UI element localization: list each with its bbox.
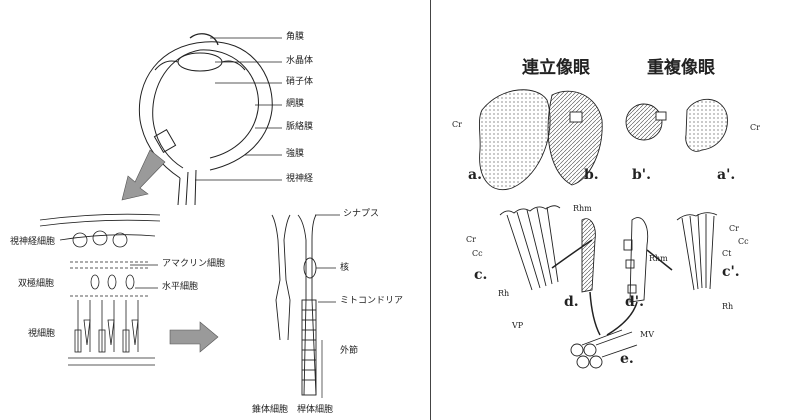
fig-label-c2: c'.: [722, 264, 740, 280]
label-optic-nerve: 視神経: [286, 174, 314, 184]
label-horizontal-cell: 水平細胞: [162, 282, 199, 292]
abbrev-cr-a2: Cr: [750, 123, 760, 132]
title-superposition-eye: 重複像眼: [647, 58, 715, 78]
title-apposition-eye: 連立像眼: [522, 58, 590, 78]
microvilli-e: [570, 329, 638, 369]
abbrev-rh-c: Rh: [498, 289, 510, 298]
rhabdom-d: [581, 218, 596, 293]
label-outer-segment: 外節: [340, 346, 359, 356]
label-amacrine-cell: アマクリン細胞: [162, 259, 226, 269]
vertebrate-eye-drawing: [39, 33, 340, 398]
label-cornea: 角膜: [286, 32, 305, 42]
label-bipolar-cell: 双極細胞: [18, 279, 55, 289]
ommatidia-c: [499, 205, 561, 291]
label-sclera: 強膜: [286, 149, 305, 159]
apposition-eye-b: [547, 90, 603, 186]
fig-label-c: c.: [474, 267, 488, 283]
retina-leader-lines: [130, 264, 158, 289]
abbrev-ct-c2: Ct: [722, 249, 732, 258]
apposition-eye-a: [478, 89, 551, 190]
fig-label-d2: d'.: [625, 294, 644, 310]
fig-label-a: a.: [468, 167, 482, 183]
label-choroid: 脈絡膜: [286, 122, 314, 132]
label-mitochondria: ミトコンドリア: [340, 296, 404, 306]
compound-eye-panel: 連立像眼 重複像眼 a. b. b'. a'. c. d. d'. c'. e.…: [432, 0, 800, 420]
rhabdom-d2: [629, 217, 649, 303]
vertebrate-eye-panel: 角膜 水晶体 硝子体 網膜 脈絡膜 強膜 視神経 視神経細胞 アマクリン細胞 双…: [10, 32, 404, 415]
abbrev-mv: MV: [640, 330, 654, 339]
superposition-eye-a2: [685, 98, 728, 152]
superposition-eye-b2: [625, 103, 663, 141]
abbrev-cr-a: Cr: [452, 120, 462, 129]
label-nucleus: 核: [340, 263, 350, 273]
photoreceptor-cells: [271, 214, 317, 396]
label-synapse: シナプス: [343, 209, 380, 219]
abbrev-cc-c2: Cc: [738, 237, 749, 246]
fig-label-a2: a'.: [717, 167, 736, 183]
abbrev-cr-c2: Cr: [729, 224, 739, 233]
fig-label-d: d.: [564, 294, 579, 310]
retina-layers: [39, 213, 161, 366]
abbrev-cr-c: Cr: [466, 235, 476, 244]
label-ganglion-cell: 視神経細胞: [10, 237, 56, 247]
panel-divider: [430, 0, 431, 420]
arrow-down-left-icon: [121, 149, 166, 201]
photoreceptor-leader-lines: [315, 214, 340, 398]
abbrev-rhm-d2: Rhm: [649, 254, 668, 263]
abbrev-rhm-d: Rhm: [573, 204, 592, 213]
label-vitreous: 硝子体: [286, 77, 314, 87]
eyeball: [138, 33, 273, 206]
ommatidia-c2: [676, 212, 718, 291]
fig-label-b: b.: [584, 167, 599, 183]
arrow-right-icon: [169, 321, 219, 353]
label-lens: 水晶体: [286, 56, 314, 66]
abbrev-cc-c: Cc: [472, 249, 483, 258]
label-cone-rod: 錐体細胞 桿体細胞: [252, 405, 334, 415]
label-photoreceptor: 視細胞: [28, 329, 56, 339]
eye-leader-lines: [195, 37, 282, 181]
label-retina: 網膜: [286, 99, 305, 109]
fig-label-b2: b'.: [632, 167, 651, 183]
fig-label-e: e.: [620, 351, 634, 367]
abbrev-rh-c2: Rh: [722, 302, 734, 311]
abbrev-vp: VP: [512, 321, 524, 330]
compound-eye-drawing: [478, 89, 728, 369]
